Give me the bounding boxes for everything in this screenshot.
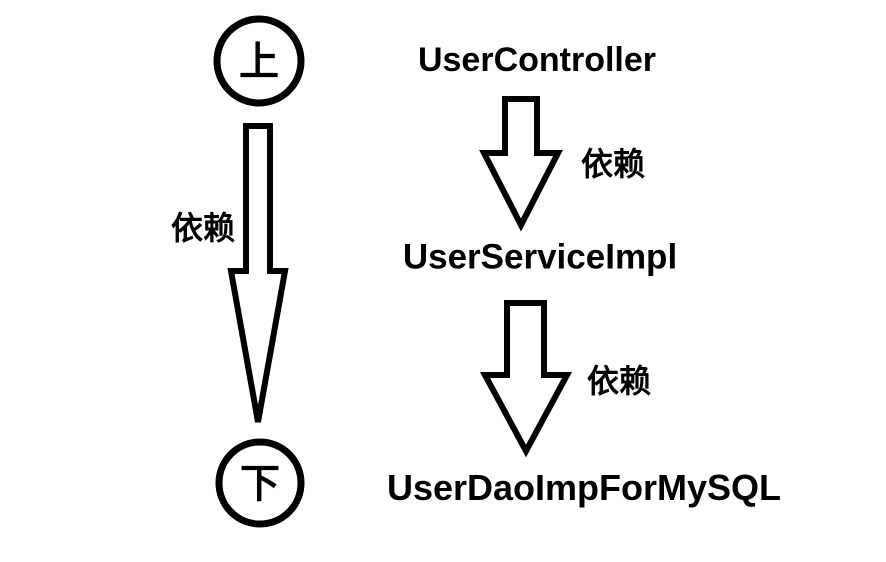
layer-usercontroller-label: UserController (417, 41, 657, 79)
down-circle (215, 438, 305, 528)
arrow-1-dependency-label: 依赖 (580, 146, 646, 182)
left-arrow-dependency-label: 依赖 (170, 210, 236, 246)
left-dependency-arrow (227, 123, 289, 423)
up-circle (213, 15, 305, 107)
service-to-dao-arrow (479, 300, 573, 458)
up-circle-label: 上 (239, 40, 279, 84)
layer-userdaoimpformysql-label: UserDaoImpForMySQL (386, 467, 782, 508)
controller-to-service-arrow (479, 96, 563, 232)
down-circle-label: 下 (240, 462, 280, 506)
layer-userserviceimpl-label: UserServiceImpl (402, 237, 678, 277)
arrow-2-dependency-label: 依赖 (586, 363, 652, 399)
